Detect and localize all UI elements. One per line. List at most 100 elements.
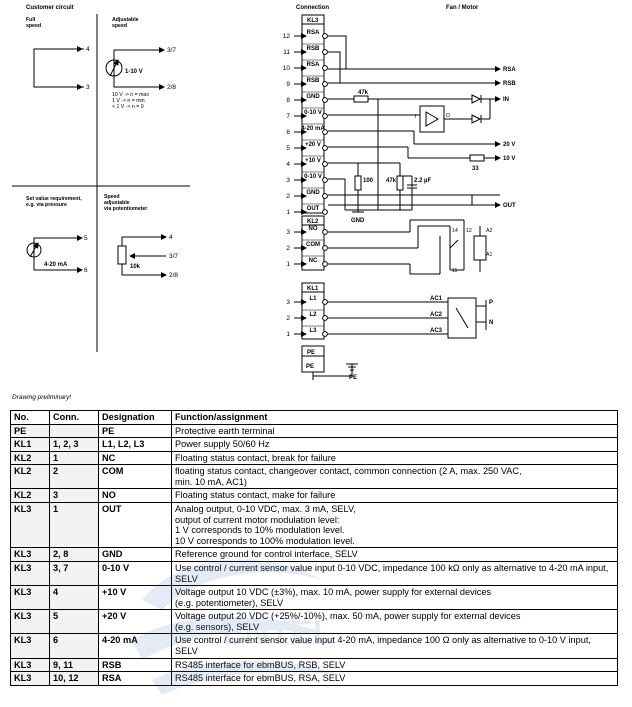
svg-text:KL2: KL2: [307, 219, 319, 225]
kl3-terminal-screw: [322, 161, 328, 167]
kl3-pin-number: 5: [286, 145, 290, 152]
kl3-pin-label: RSA: [307, 30, 320, 36]
pot-value-label: 1-10 V: [125, 69, 143, 75]
kl3-pin-number: 12: [283, 33, 291, 40]
adjustable-speed-label-1: Adjustable: [112, 17, 139, 23]
function-line: Analog output, 0-10 VDC, max. 3 mA, SELV…: [175, 504, 356, 515]
cust-pin-3-7: 3/7: [167, 47, 176, 54]
col-conn: Conn.: [49, 410, 99, 425]
function-line: output of current motor modulation level…: [175, 514, 340, 525]
adjustable-speed-circuit: [105, 47, 165, 90]
wiring-diagram: Customer circuit Connection Fan / Motor …: [12, 5, 516, 381]
opto-i-label: I: [415, 114, 416, 120]
row-conn: 1: [49, 502, 99, 549]
speed-note-1: 10 V -> n = max: [112, 92, 149, 98]
kl3-pin-label: +20 V: [305, 142, 321, 148]
kl2-terminal-screw: [322, 245, 328, 251]
row-no: KL3: [10, 609, 50, 635]
relay-pin-a1: A1: [486, 252, 492, 258]
kl3-pin-label: RSA: [307, 62, 320, 68]
ac3-label: AC3: [430, 328, 443, 334]
row-function: Protective earth terminal: [171, 423, 618, 439]
setpoint-label-1: Set value requirement,: [26, 196, 82, 202]
row-conn: 2: [49, 464, 99, 490]
kl3-terminal-screw: [322, 97, 328, 103]
kl2-pin-label: COM: [306, 242, 320, 248]
col-designation: Designation: [98, 410, 172, 425]
full-speed-circuit: [33, 46, 84, 90]
cap-label: 2.2 µF: [414, 178, 431, 184]
row-function: Voltage output 10 VDC (±3%), max. 10 mA,…: [171, 585, 618, 611]
fan-20v-label: 20 V: [503, 142, 515, 148]
function-line: 10 V corresponds to 100% modulation leve…: [175, 535, 355, 546]
row-conn: [49, 423, 99, 439]
ac1-label: AC1: [430, 296, 443, 302]
ac2-label: AC2: [430, 312, 443, 318]
kl3-terminal-screw: [322, 177, 328, 183]
relay-pin-a2: A2: [486, 228, 492, 234]
cust-pin-4b: 4: [169, 234, 173, 241]
kl3-pin-number: 10: [283, 65, 291, 72]
row-designation: NC: [98, 450, 172, 466]
kl2-pin-number: 2: [286, 245, 290, 252]
kl3-pin-number: 7: [286, 113, 290, 120]
kl1-terminal-screw: [322, 315, 328, 321]
fan-rsb-label: RSB: [503, 81, 516, 87]
kl3-pin-label: 0-10 V: [304, 110, 322, 116]
kl3-pin-number: 6: [286, 129, 290, 136]
function-line: RS485 interface for ebmBUS, RSB, SELV: [175, 659, 346, 670]
row-conn: 9, 11: [49, 657, 99, 673]
kl2-terminal-screw: [322, 261, 328, 267]
row-conn: 6: [49, 633, 99, 659]
function-line: Use control / current sensor value input…: [175, 635, 594, 656]
kl1-pin-number: 3: [286, 299, 290, 306]
kl3-terminal-screw: [322, 129, 328, 135]
row-function: floating status contact, changeover cont…: [171, 464, 618, 490]
row-function: RS485 interface for ebmBUS, RSB, SELV: [171, 657, 618, 673]
speed-note-2: 1 V -> n = min: [112, 98, 145, 104]
row-designation: NO: [98, 488, 172, 504]
kl3-terminal-screw: [322, 113, 328, 119]
row-designation: RSA: [98, 671, 172, 686]
kl1-pin-label: L1: [309, 296, 317, 302]
kl3-pin-number: 11: [283, 49, 290, 56]
r47k-label: 47k: [386, 178, 397, 184]
row-function: Analog output, 0-10 VDC, max. 3 mA, SELV…: [171, 502, 618, 549]
row-conn: 2, 8: [49, 547, 99, 562]
r47k-top-label: 47k: [358, 90, 369, 96]
current-sensor-circuit: [26, 235, 83, 273]
row-no: KL3: [10, 657, 50, 673]
function-line: 1 V corresponds to 10% modulation level.: [175, 525, 345, 536]
ac-n-label: N: [489, 320, 493, 326]
svg-text:KL3: KL3: [307, 18, 319, 24]
row-designation: +10 V: [98, 585, 172, 611]
row-no: KL3: [10, 547, 50, 562]
function-line: Protective earth terminal: [175, 425, 275, 436]
cust-pin-4: 4: [86, 46, 90, 53]
row-designation: RSB: [98, 657, 172, 673]
kl3-pin-number: 8: [286, 97, 290, 104]
row-no: KL3: [10, 502, 50, 549]
kl3-pin-label: +10 V: [305, 158, 321, 164]
function-line: (e.g. sensors), SELV: [175, 621, 260, 632]
kl2-pin-label: NC: [309, 258, 318, 264]
kl3-pin-label: RSB: [307, 78, 320, 84]
kl3-terminal-screw: [322, 209, 328, 215]
current-range-label: 4-20 mA: [44, 262, 68, 268]
kl1-pin-label: L3: [309, 328, 317, 334]
row-no: KL2: [10, 488, 50, 504]
row-designation: L1, L2, L3: [98, 437, 172, 452]
svg-text:KL1: KL1: [307, 286, 319, 292]
table-header-row: No. Conn. Designation Function/assignmen…: [10, 410, 618, 425]
row-function: Floating status contact, make for failur…: [171, 488, 618, 504]
row-designation: GND: [98, 547, 172, 562]
col-function: Function/assignment: [171, 410, 618, 425]
